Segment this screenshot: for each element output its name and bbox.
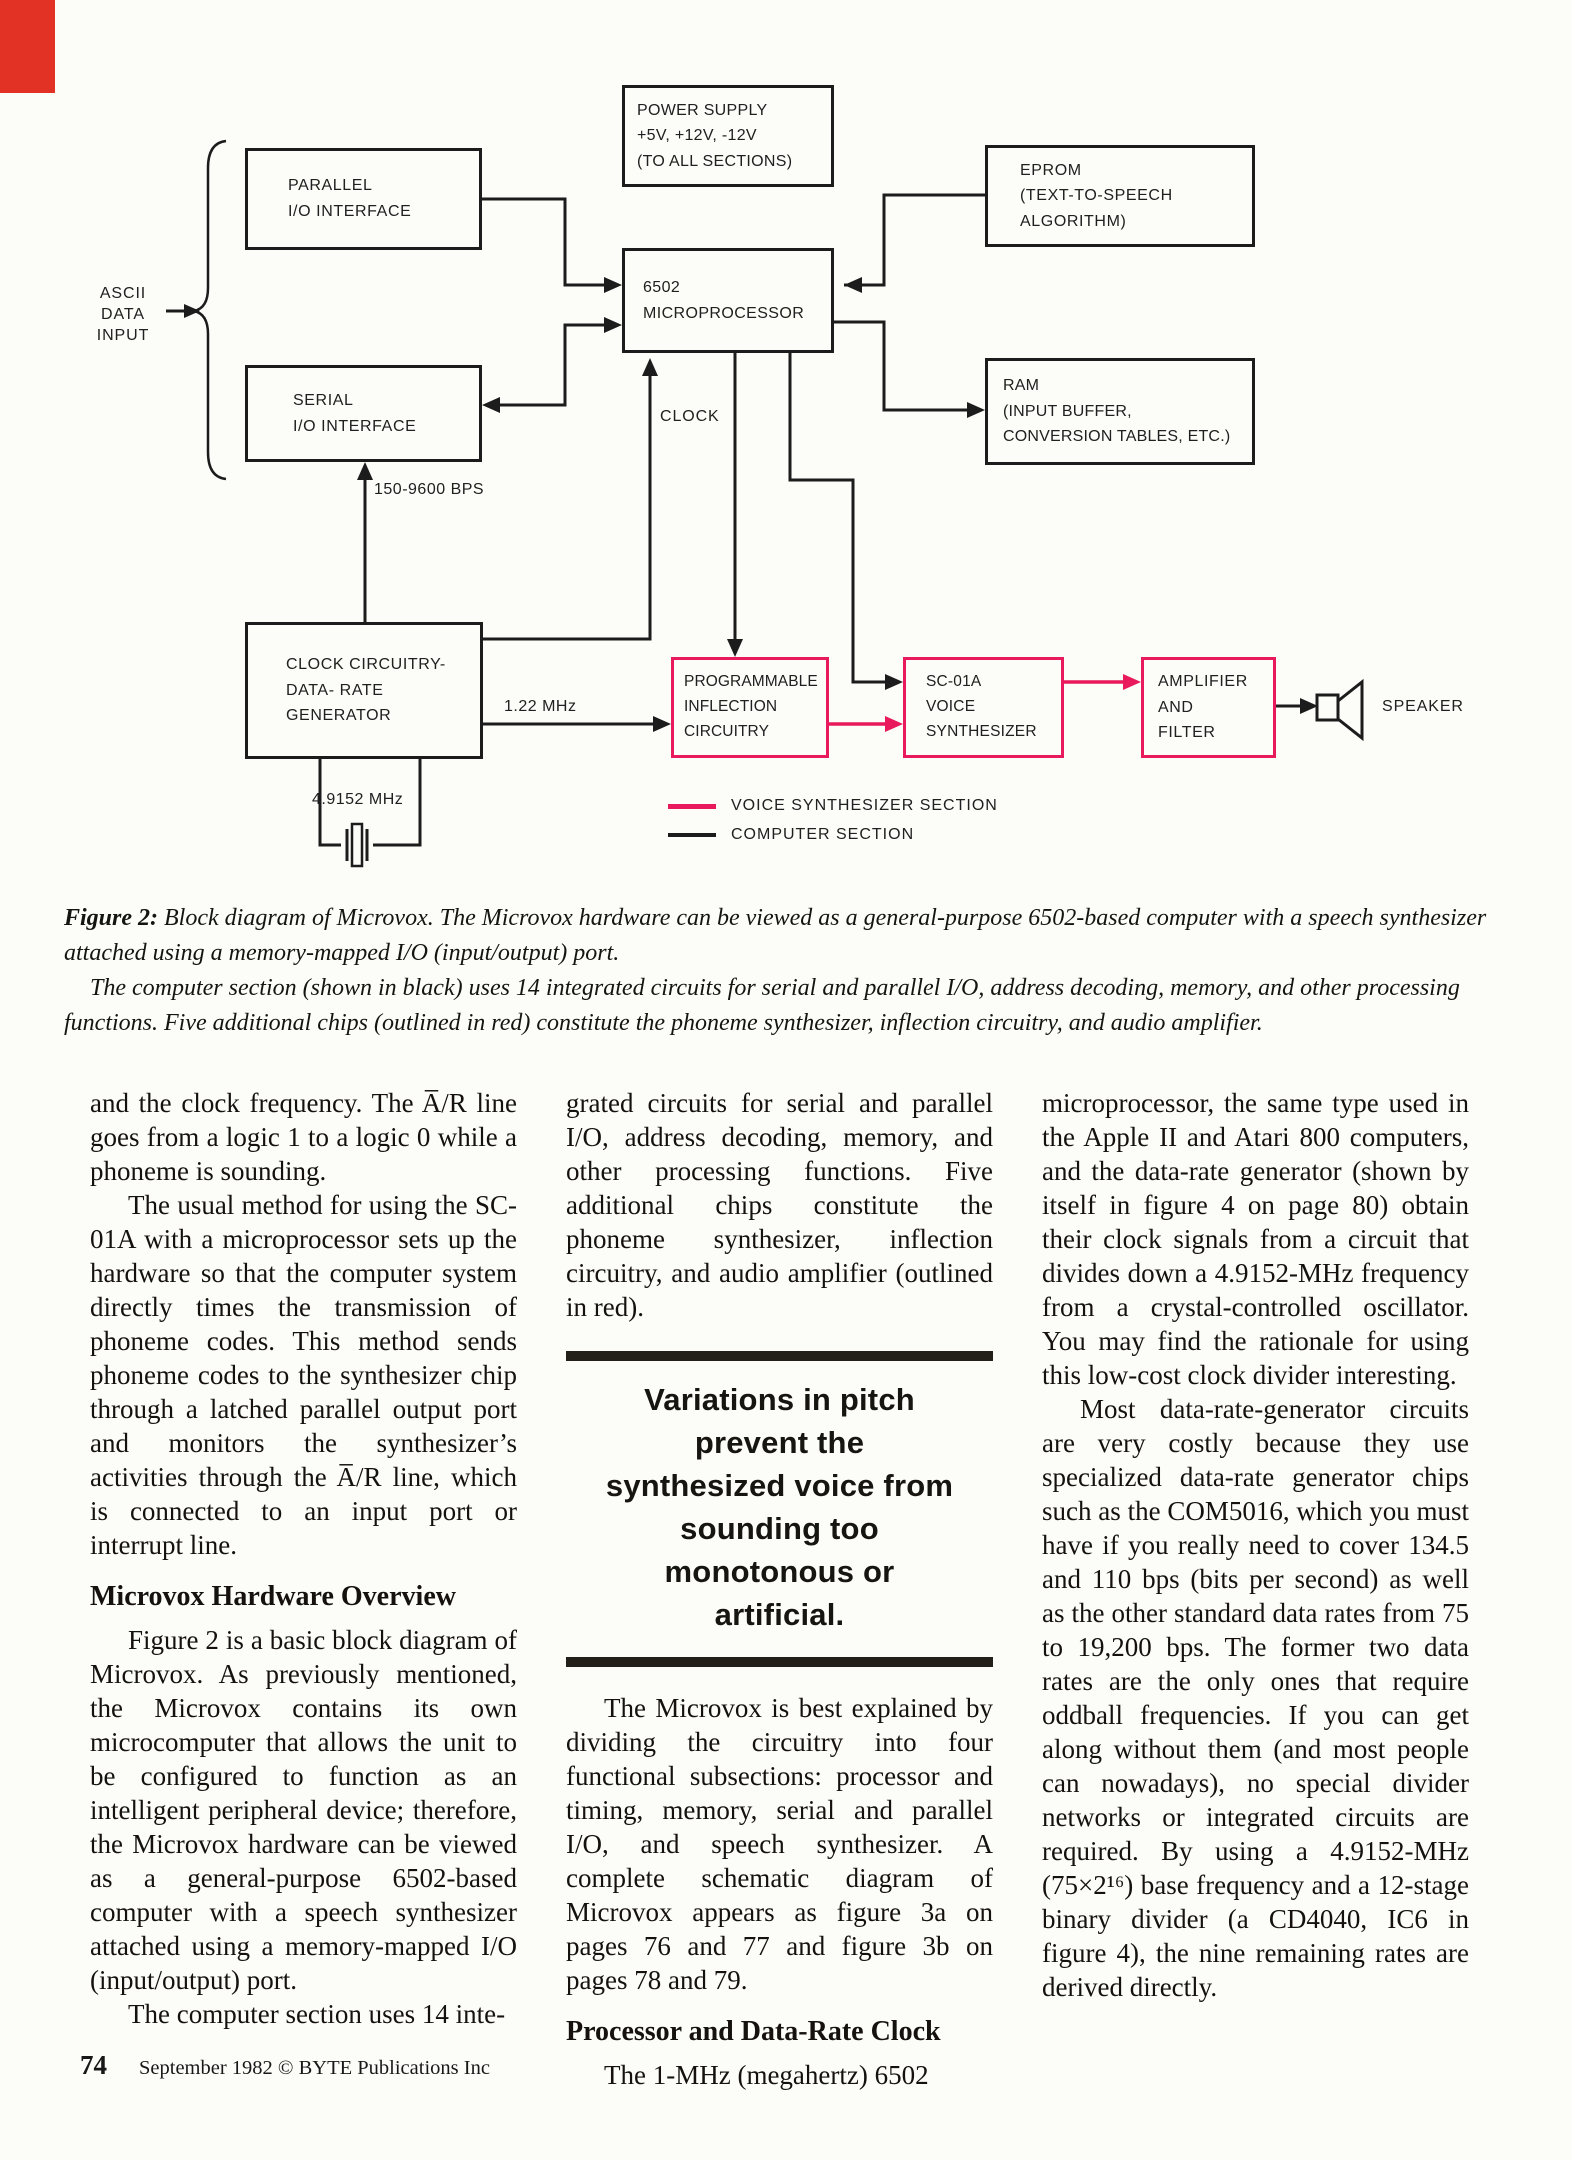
pull-quote: Variations in pitch prevent the synthesi… xyxy=(566,1351,993,1667)
diagram-wires xyxy=(166,139,1364,868)
box-label: CLOCK CIRCUITRY- DATA- RATE GENERATOR xyxy=(286,656,446,725)
paragraph: The Microvox is best explained by dividi… xyxy=(566,1693,993,1995)
label-150-9600-bps: 150-9600 BPS xyxy=(374,481,485,498)
box-parallel-io-interface: PARALLEL I/O INTERFACE xyxy=(245,148,482,250)
section-heading-microvox-hardware-overview: Microvox Hardware Overview xyxy=(90,1581,456,1612)
legend-computer-label: COMPUTER SECTION xyxy=(731,826,915,843)
caption-text-1: Block diagram of Microvox. The Microvox … xyxy=(64,905,1487,966)
pull-quote-rule-bottom xyxy=(566,1657,993,1667)
legend-voice-synthesizer-section: VOICE SYNTHESIZER SECTION xyxy=(668,797,998,815)
box-label: RAM (INPUT BUFFER, CONVERSION TABLES, ET… xyxy=(1003,377,1231,446)
paragraph: Figure 2 is a basic block diagram of Mic… xyxy=(90,1625,517,1995)
label-clock: CLOCK xyxy=(660,408,720,425)
column-3: microprocessor, the same type used in th… xyxy=(1042,1086,1469,2092)
speaker-icon xyxy=(1315,678,1364,742)
legend-voice-label: VOICE SYNTHESIZER SECTION xyxy=(731,797,998,814)
crystal-icon xyxy=(350,822,364,868)
label-1-22-mhz: 1.22 MHz xyxy=(504,698,577,715)
section-heading-processor-and-data-rate-clock: Processor and Data-Rate Clock xyxy=(566,2016,941,2047)
box-label: PARALLEL I/O INTERFACE xyxy=(288,177,412,220)
crystal-plates xyxy=(345,829,369,861)
wire-clockgen-to-cpu xyxy=(483,368,652,641)
footer-publication-line: September 1982 © BYTE Publications Inc xyxy=(139,2057,490,2079)
box-programmable-inflection: PROGRAMMABLE INFLECTION CIRCUITRY xyxy=(671,657,829,758)
wire-serial-to-cpu xyxy=(492,323,612,407)
paragraph: The computer section uses 14 inte- xyxy=(128,1999,506,2029)
paragraph: and the clock frequency. The A̅/R line g… xyxy=(90,1088,517,1186)
box-label: SC-01A VOICE SYNTHESIZER xyxy=(926,673,1037,740)
box-label: POWER SUPPLY +5V, +12V, -12V (TO ALL SEC… xyxy=(637,101,793,170)
legend-voice-swatch xyxy=(668,803,716,809)
wire-parallel-to-cpu xyxy=(482,197,612,287)
page-number: 74 xyxy=(80,2050,107,2080)
caption-paragraph-2: The computer section (shown in black) us… xyxy=(64,971,1514,1041)
label-speaker: SPEAKER xyxy=(1382,698,1464,715)
label-4-9152-mhz: 4.9152 MHz xyxy=(312,791,404,808)
caption-text-2: The computer section (shown in black) us… xyxy=(64,975,1460,1036)
input-brace xyxy=(193,139,227,481)
red-corner-mark xyxy=(0,0,55,93)
caption-figure-label: Figure 2: xyxy=(64,905,159,931)
label-ascii-data-input: ASCII DATA INPUT xyxy=(96,285,150,344)
figure-caption: Figure 2: Block diagram of Microvox. The… xyxy=(64,901,1514,1041)
paragraph: The usual method for using the SC-01A wi… xyxy=(90,1190,517,1560)
box-eprom: EPROM (TEXT-TO-SPEECH ALGORITHM) xyxy=(985,145,1255,247)
page-footer: 74 September 1982 © BYTE Publications In… xyxy=(80,2050,490,2081)
wire-eprom-to-cpu xyxy=(844,193,985,287)
box-label: PROGRAMMABLE INFLECTION CIRCUITRY xyxy=(684,673,818,740)
pull-quote-rule-top xyxy=(566,1351,993,1361)
box-serial-io-interface: SERIAL I/O INTERFACE xyxy=(245,365,482,462)
box-sc01a-voice-synthesizer: SC-01A VOICE SYNTHESIZER xyxy=(903,657,1064,758)
box-label: 6502 MICROPROCESSOR xyxy=(643,278,805,322)
red-arrowheads xyxy=(885,674,1141,732)
paragraph: grated circuits for serial and parallel … xyxy=(566,1088,993,1322)
wire-cpu-to-sc01a xyxy=(788,353,893,684)
box-6502-microprocessor: 6502 MICROPROCESSOR xyxy=(622,248,834,353)
box-label: SERIAL I/O INTERFACE xyxy=(293,391,417,435)
box-clock-circuitry: CLOCK CIRCUITRY- DATA- RATE GENERATOR xyxy=(245,622,483,759)
column-2: grated circuits for serial and parallel … xyxy=(566,1086,993,2092)
paragraph: microprocessor, the same type used in th… xyxy=(1042,1088,1469,1390)
legend-computer-swatch xyxy=(668,833,716,837)
box-ram: RAM (INPUT BUFFER, CONVERSION TABLES, ET… xyxy=(985,358,1255,465)
wire-cpu-to-ram xyxy=(834,320,975,412)
article-body: and the clock frequency. The A̅/R line g… xyxy=(90,1086,1490,2092)
red-wires xyxy=(829,680,1131,726)
black-arrowheads xyxy=(184,277,1318,732)
box-label: EPROM (TEXT-TO-SPEECH ALGORITHM) xyxy=(1020,161,1173,230)
paragraph: The 1-MHz (megahertz) 6502 xyxy=(604,2060,929,2090)
box-power-supply: POWER SUPPLY +5V, +12V, -12V (TO ALL SEC… xyxy=(622,85,834,187)
column-1: and the clock frequency. The A̅/R line g… xyxy=(90,1086,517,2092)
box-label: AMPLIFIER AND FILTER xyxy=(1158,673,1248,742)
pull-quote-text: Variations in pitch prevent the synthesi… xyxy=(605,1382,954,1632)
paragraph: Most data-rate-generator circuits are ve… xyxy=(1042,1394,1469,2002)
wire-crystal-loop xyxy=(318,759,422,847)
figure-2-block-diagram: PARALLEL I/O INTERFACE POWER SUPPLY +5V,… xyxy=(0,0,1572,880)
legend-computer-section: COMPUTER SECTION xyxy=(668,826,914,844)
box-amplifier-filter: AMPLIFIER AND FILTER xyxy=(1141,657,1276,758)
caption-paragraph-1: Figure 2: Block diagram of Microvox. The… xyxy=(64,901,1514,971)
